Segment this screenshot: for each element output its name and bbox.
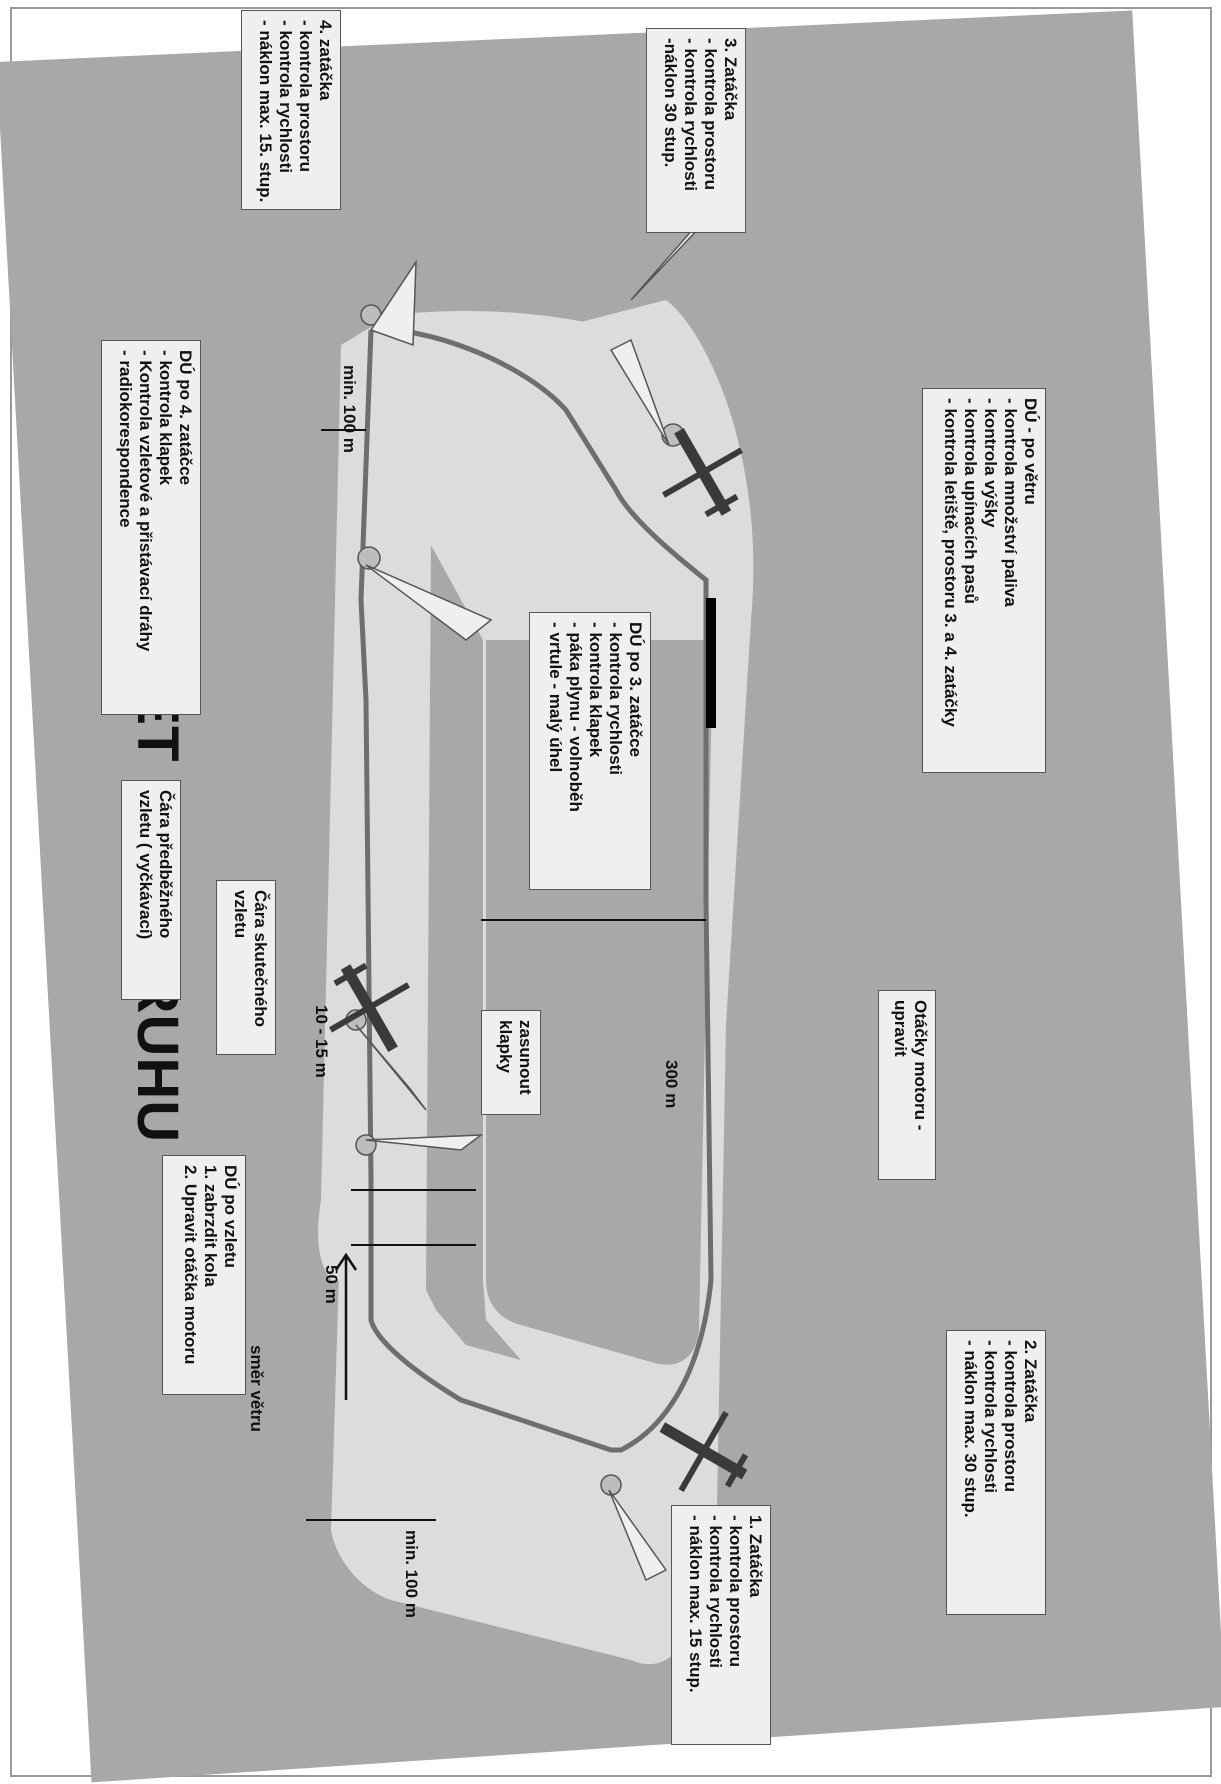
callout-turn3-line: -náklon 30 stup. — [661, 38, 680, 168]
callout-turn4-title: 4. zatáčka — [316, 20, 335, 101]
callout-du-downwind-line: - kontrola upínacích pasů — [961, 398, 980, 604]
callout-turn1-title: 1. Zatáčka — [746, 1515, 765, 1598]
aircraft-downwind — [329, 962, 410, 1052]
checkpoint-downwind — [357, 546, 381, 570]
callout-du-downwind-line: - kontrola množství paliva — [1001, 398, 1020, 607]
dimension-min100-top: min. 100 m — [340, 365, 359, 453]
callout-flaps: zasunout klapky — [481, 1010, 541, 1115]
inner-field-edge — [426, 540, 521, 1360]
callout-du-downwind-line: - kontrola letiště, prostoru 3. a 4. zat… — [941, 398, 960, 727]
callout-du-after4-line: - kontrola klapek — [156, 350, 175, 486]
callout-du-downwind-line: - kontrola výšky — [981, 398, 1000, 528]
callout-preliminary-line-title: Čára předběžného — [156, 790, 175, 939]
callout-du-after3-line: - kontrola klapek — [586, 622, 605, 758]
callout-turn1-line: - náklon max. 15 stup. — [686, 1515, 705, 1693]
runway — [706, 598, 716, 728]
callout-turn4-line: - kontrola rychlosti — [276, 20, 295, 174]
wind-direction-label: směr větru — [247, 1345, 266, 1432]
callout-turn1-line: - kontrola prostoru — [726, 1515, 745, 1668]
callout-turn2-line: - náklon max. 30 stup. — [961, 1340, 980, 1518]
callout-turn1: 1. Zatáčka - kontrola prostoru - kontrol… — [671, 1505, 771, 1745]
dimension-300m: 300 m — [662, 1060, 681, 1109]
callout-turn3-line: - kontrola prostoru — [701, 38, 720, 191]
callout-du-after3-line: - kontrola rychlosti — [606, 622, 625, 776]
callout-du-after4-title: DÚ po 4. zatáčce — [176, 350, 195, 486]
callout-turn2: 2. Zatáčka - kontrola prostoru - kontrol… — [946, 1330, 1046, 1615]
callout-du-after3: DÚ po 3. zatáčce - kontrola rychlosti - … — [529, 612, 651, 890]
dimension-min100-bottom: min. 100 m — [402, 1530, 421, 1618]
callout-turn2-title: 2. Zatáčka — [1021, 1340, 1040, 1423]
callout-turn3-title: 3. Zatáčka — [721, 38, 740, 121]
callout-turn4-line: - kontrola prostoru — [296, 20, 315, 173]
wind-arrow — [334, 1252, 358, 1400]
callout-du-downwind: DÚ - po větru - kontrola množství paliva… — [922, 388, 1046, 773]
callout-du-after-takeoff-title: DÚ po vzletu — [221, 1165, 240, 1268]
callout-turn2-line: - kontrola prostoru — [1001, 1340, 1020, 1493]
callout-turn1-line: - kontrola rychlosti — [706, 1515, 725, 1669]
callout-du-after4: DÚ po 4. zatáčce - kontrola klapek - Kon… — [101, 340, 201, 715]
aircraft-crosswind — [659, 1411, 749, 1492]
callout-preliminary-line: Čára předběžného vzletu ( vyčkávací) — [121, 780, 181, 1000]
callout-turn2-line: - kontrola rychlosti — [981, 1340, 1000, 1494]
callout-flaps-title: zasunout — [516, 1020, 535, 1095]
dimension-arrows — [306, 429, 706, 1521]
dimension-50m: 50 m — [322, 1265, 341, 1304]
callout-du-after-takeoff-line: 2. Upravit otáčka motoru — [181, 1165, 200, 1365]
flight-track — [358, 327, 714, 1453]
dimension-10-15m: 10 - 15 m — [312, 1005, 331, 1078]
callout-actual-line-title: Čára skutečného — [251, 890, 270, 1027]
callout-du-after4-line: - Kontrola vzletové a přistávací dráhy — [136, 350, 155, 652]
callout-turn4: 4. zatáčka - kontrola prostoru - kontrol… — [241, 10, 341, 210]
callout-actual-line-line: vzletu — [231, 890, 250, 939]
callout-du-after3-line: - vrtule - malý úhel — [546, 622, 565, 773]
callout-du-after3-title: DÚ po 3. zatáčce — [626, 622, 645, 758]
callout-turn3-line: - kontrola rychlosti — [681, 38, 700, 192]
callout-engine-rpm-title: Otáčky motoru - — [911, 1000, 930, 1131]
callout-turn4-line: - náklon max. 15. stup. — [256, 20, 275, 203]
callout-du-after-takeoff: DÚ po vzletu 1. zabrzdit kola 2. Upravit… — [162, 1155, 246, 1395]
callout-actual-line: Čára skutečného vzletu — [216, 880, 276, 1055]
callout-du-after-takeoff-line: 1. zabrzdit kola — [201, 1165, 220, 1287]
callout-du-downwind-title: DÚ - po větru — [1021, 398, 1040, 505]
callout-du-after3-line: - páka plynu - volnoběh — [566, 622, 585, 812]
callout-engine-rpm-line: upravit — [891, 1000, 910, 1057]
checkpoint-flaps — [355, 1134, 377, 1156]
callout-preliminary-line-line: vzletu ( vyčkávací) — [136, 790, 155, 940]
callout-flaps-line: klapky — [496, 1020, 515, 1073]
aircraft-base-leg — [662, 428, 743, 518]
callout-engine-rpm: Otáčky motoru - upravit — [878, 990, 936, 1180]
callout-turn3: 3. Zatáčka - kontrola prostoru - kontrol… — [646, 28, 746, 233]
callout-du-after4-line: - radiokorespondence — [116, 350, 135, 528]
